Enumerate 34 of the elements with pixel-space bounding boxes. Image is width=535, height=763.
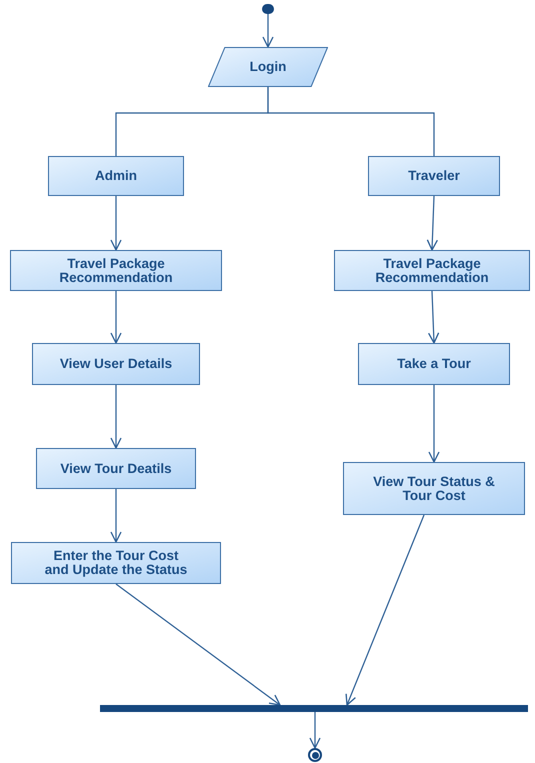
activity-box [36,448,196,489]
activity-box [334,250,530,291]
arrow [110,385,122,449]
join-bar [100,705,528,712]
activity-box [368,156,500,196]
activity-box [10,250,222,291]
activity-box [343,462,525,515]
arrow [110,489,122,543]
node-label: Admin [95,169,137,183]
node-label: Traveler [408,169,460,183]
arrow [262,14,274,48]
arrow [428,290,440,344]
input-parallelogram [208,47,328,87]
end-node [308,748,322,762]
arrow [116,584,281,706]
start-node [262,4,274,14]
node-label: View Tour Deatils [60,462,172,476]
node-label: Enter the Tour Cost and Update the Status [44,549,188,577]
activity-box [358,343,510,385]
activity-box [32,343,200,385]
node-label: View Tour Status & Tour Cost [372,474,496,502]
activity-box [11,542,221,584]
arrow [110,196,122,251]
node-label: View User Details [60,357,172,371]
arrow [110,291,122,344]
node-label: Login [250,60,286,74]
node-label: Travel Package Recommendation [58,256,174,284]
arrow [345,514,425,706]
arrow [309,712,321,749]
activity-box [48,156,184,196]
arrow [426,196,438,251]
arrow [428,385,440,463]
node-label: Take a Tour [397,357,471,371]
node-label: Travel Package Recommendation [374,256,490,284]
